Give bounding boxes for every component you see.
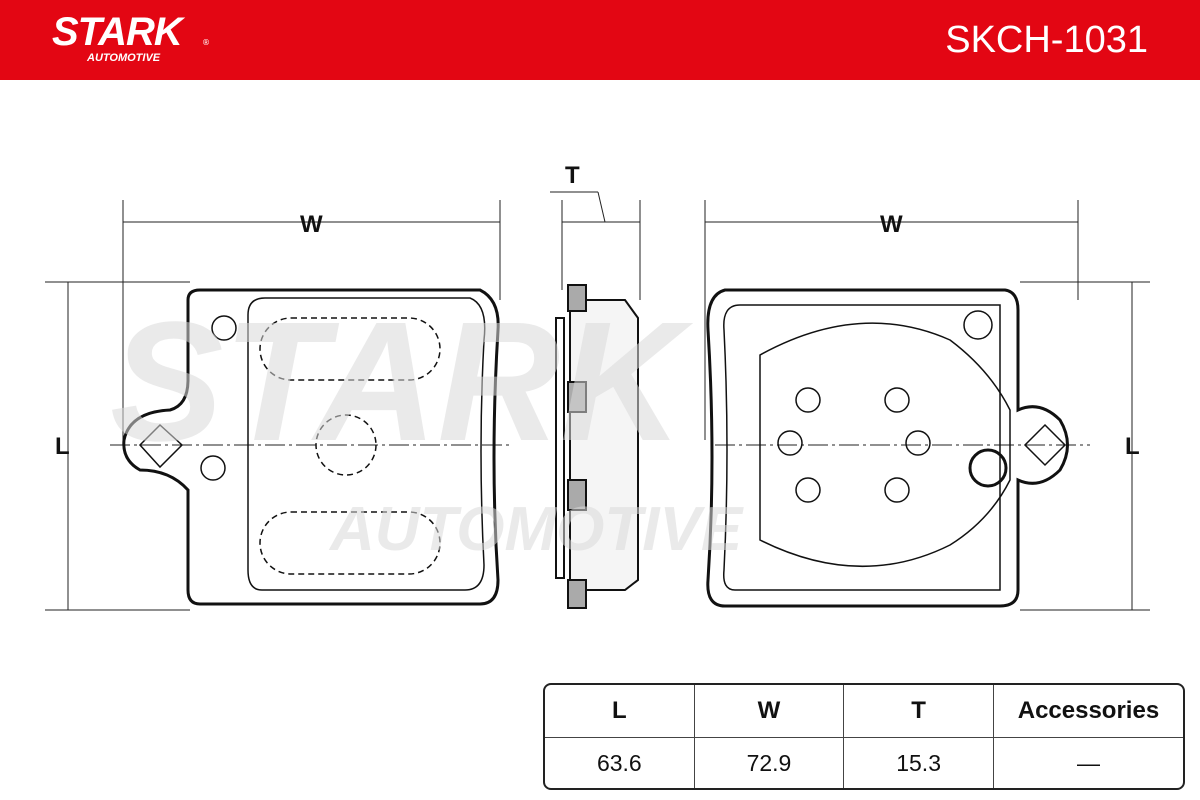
brake-pad-diagram: W W T L L STARK AUTOMOTIVE (45, 162, 1150, 611)
pad-front-view (122, 288, 500, 606)
length-label-right: L (1125, 433, 1140, 460)
width-label-left: W (300, 211, 323, 238)
header-l: L (545, 685, 695, 738)
header-t: T (844, 685, 994, 738)
pad-side-view (555, 284, 639, 609)
product-code: SKCH-1031 (945, 19, 1148, 61)
value-l: 63.6 (545, 738, 695, 788)
length-label-left: L (55, 433, 70, 460)
thickness-label: T (565, 162, 580, 189)
width-label-right: W (880, 211, 903, 238)
header-accessories: Accessories (993, 685, 1183, 738)
stark-logo: STARK AUTOMOTIVE ® (52, 10, 210, 64)
pad-back-view (706, 288, 1069, 608)
header-bar: STARK AUTOMOTIVE ® SKCH-1031 (0, 0, 1200, 80)
watermark-automotive: AUTOMOTIVE (328, 495, 744, 564)
dimensions-table: L W T Accessories 63.6 72.9 15.3 — (543, 683, 1185, 790)
value-accessories: — (1076, 749, 1100, 776)
header-w: W (694, 685, 845, 738)
value-w: 72.9 (695, 738, 845, 788)
value-t: 15.3 (844, 738, 994, 788)
